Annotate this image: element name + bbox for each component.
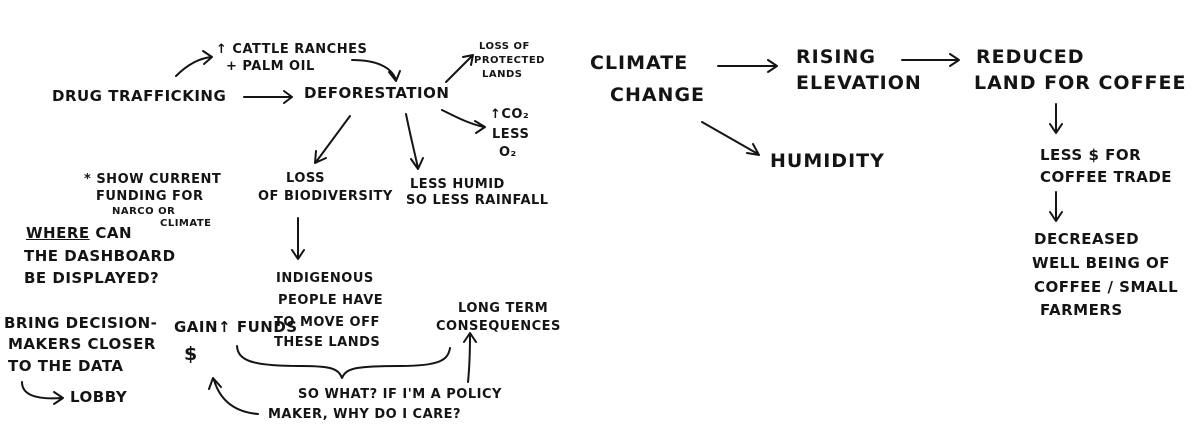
arrow-deforestation-to-co2 xyxy=(441,109,486,134)
decreased-line4: FARMERS xyxy=(1040,301,1123,319)
arrow-reduced-to-money xyxy=(1049,103,1063,134)
arrow-deforestation-to-humid xyxy=(405,113,424,170)
arrow-deforestation-to-protected xyxy=(445,54,474,83)
loss-protected-lands-line1: LOSS OF xyxy=(479,41,530,52)
less-humid-line2: SO LESS RAINFALL xyxy=(406,193,549,208)
reduced-land-line1: REDUCED xyxy=(976,46,1085,68)
show-funding-line3: NARCO OR xyxy=(112,206,176,217)
show-funding-line4: CLIMATE xyxy=(160,218,212,229)
indigenous-line1: INDIGENOUS xyxy=(276,271,374,286)
co2-line1: ↑CO₂ xyxy=(490,107,530,122)
long-term-line1: LONG TERM xyxy=(458,301,549,316)
arrow-biodiversity-to-indigenous xyxy=(291,217,305,260)
humidity-node: HUMIDITY xyxy=(770,150,885,172)
decreased-line1: DECREASED xyxy=(1034,230,1140,248)
drug-trafficking-node: DRUG TRAFFICKING xyxy=(52,87,227,105)
loss-biodiversity-line1: LOSS xyxy=(286,171,326,186)
arrow-deforestation-to-biodiversity xyxy=(314,115,351,164)
show-funding-line1: * SHOW CURRENT xyxy=(84,172,222,187)
less-money-line1: LESS $ FOR xyxy=(1040,146,1142,164)
climate-change-line2: CHANGE xyxy=(610,84,706,106)
arrow-drug-to-deforestation xyxy=(243,90,293,104)
reduced-land-line2: LAND FOR COFFEE xyxy=(974,72,1187,94)
arrow-money-to-decreased xyxy=(1049,191,1063,222)
dollar-sign: $ xyxy=(184,343,199,365)
where-dashboard-line1: WHERE CAN xyxy=(26,226,132,241)
where-dashboard-line2: THE DASHBOARD xyxy=(24,247,176,265)
where-underlined: WHERE xyxy=(26,224,90,242)
arrow-drug-to-cattle xyxy=(175,50,213,77)
co2-line3: O₂ xyxy=(499,145,517,160)
bring-line2: MAKERS CLOSER xyxy=(8,335,156,353)
arrow-climate-to-elevation xyxy=(717,59,778,73)
rising-elevation-line2: ELEVATION xyxy=(796,72,922,94)
loss-biodiversity-line2: OF BIODIVERSITY xyxy=(258,189,393,204)
less-money-line2: COFFEE TRADE xyxy=(1040,168,1173,186)
arrow-sowhat-to-dollar xyxy=(208,377,259,415)
palm-oil-label: + PALM OIL xyxy=(226,59,315,74)
so-what-line2: MAKER, WHY DO I CARE? xyxy=(268,407,462,422)
less-humid-line1: LESS HUMID xyxy=(410,177,505,192)
long-term-line2: CONSEQUENCES xyxy=(436,319,561,334)
loss-protected-lands-line2: PROTECTED xyxy=(474,55,545,66)
arrow-cattle-to-deforestation xyxy=(351,59,401,82)
rising-elevation-line1: RISING xyxy=(796,46,876,68)
show-funding-line2: FUNDING FOR xyxy=(96,189,204,204)
where-can: CAN xyxy=(95,224,133,242)
brace-consequences xyxy=(236,345,451,379)
co2-line2: LESS xyxy=(492,127,530,142)
decreased-line3: COFFEE / SMALL xyxy=(1034,278,1179,296)
bring-line3: TO THE DATA xyxy=(8,357,124,375)
loss-protected-lands-line3: LANDS xyxy=(482,69,523,80)
gain-funds-label: GAIN↑ FUNDS xyxy=(174,318,298,336)
cattle-ranches-label: ↑ CATTLE RANCHES xyxy=(216,42,368,57)
arrow-sowhat-to-longterm xyxy=(463,332,477,383)
arrow-climate-to-humidity xyxy=(701,121,760,156)
bring-line1: BRING DECISION- xyxy=(4,314,158,332)
indigenous-line3: TO MOVE OFF xyxy=(274,315,380,330)
where-dashboard-line3: BE DISPLAYED? xyxy=(24,269,160,287)
indigenous-line4: THESE LANDS xyxy=(274,335,381,350)
arrow-bring-to-lobby xyxy=(21,381,64,405)
lobby-label: LOBBY xyxy=(70,388,128,406)
so-what-line1: SO WHAT? IF I'M A POLICY xyxy=(298,387,502,402)
indigenous-line2: PEOPLE HAVE xyxy=(278,293,384,308)
decreased-line2: WELL BEING OF xyxy=(1032,254,1170,272)
arrow-elevation-to-reduced xyxy=(901,53,960,67)
climate-change-line1: CLIMATE xyxy=(590,52,689,74)
deforestation-node: DEFORESTATION xyxy=(304,84,450,102)
